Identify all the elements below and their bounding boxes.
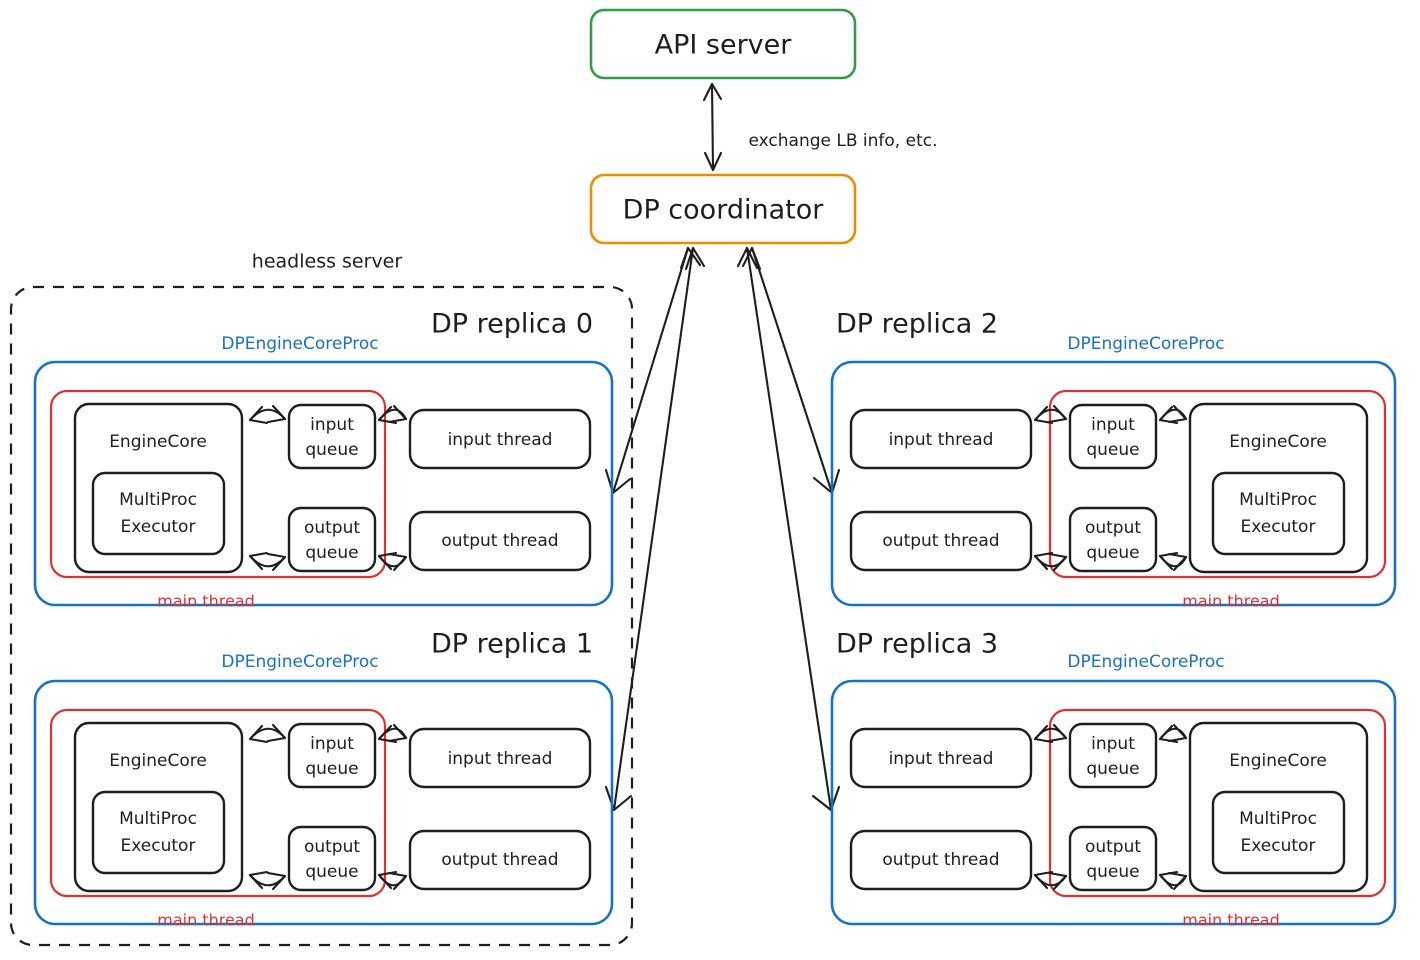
dp-replica-3-output-queue-label-1: output [1085, 837, 1141, 857]
dp-replica-0-output-queue-box[interactable] [287, 506, 377, 573]
dp-replica-1-output-thread-label: output thread [441, 850, 558, 870]
dp-replica-0-main-thread-label: main thread [157, 592, 255, 611]
dp-replica-2-process-label: DPEngineCoreProc [1067, 334, 1224, 354]
dp-replica-1-process-label: DPEngineCoreProc [221, 652, 378, 672]
dp-replica-0-output-queue-label-1: output [304, 518, 360, 538]
dp-replica-1-input-queue-box[interactable] [287, 722, 377, 789]
dp-replica-3-input-queue-box[interactable] [1068, 722, 1158, 789]
dp-replica-2-input-thread-box[interactable] [849, 408, 1033, 470]
dp-replica-2: DP replica 2 DPEngineCoreProc main threa… [830, 309, 1397, 611]
dp-coordinator-node[interactable]: DP coordinator [589, 173, 857, 245]
dp-replica-3-input-thread-label: input thread [889, 749, 994, 769]
dp-replica-3-output-queue-label-2: queue [1086, 862, 1139, 882]
dp-replica-0-executor-box[interactable] [91, 471, 226, 556]
dp-replica-0-input-thread-label: input thread [448, 430, 553, 450]
dp-replica-0: DP replica 0 DPEngineCoreProc main threa… [33, 309, 614, 611]
dp-replica-0-output-queue-label-2: queue [305, 543, 358, 563]
api-server-node[interactable]: API server [589, 8, 857, 80]
dp-replica-3-output-queue-box[interactable] [1068, 825, 1158, 892]
dp-replica-0-title: DP replica 0 [431, 309, 593, 340]
api-server-label: API server [655, 30, 793, 61]
dp-replica-2-output-queue-label-1: output [1085, 518, 1141, 538]
dp-replica-3-input-queue-label-1: input [1091, 734, 1135, 754]
dp-replica-1-input-queue-label-2: queue [305, 759, 358, 779]
dp-replica-0-process-label: DPEngineCoreProc [221, 334, 378, 354]
dp-replica-3-engine-core-label: EngineCore [1229, 751, 1327, 771]
dp-replica-0-input-queue-label-2: queue [305, 440, 358, 460]
dp-replica-1: DP replica 1 DPEngineCoreProc main threa… [33, 629, 614, 930]
dp-replica-0-executor-label-2: Executor [121, 517, 196, 537]
headless-server-label: headless server [252, 251, 403, 273]
dp-replica-0-input-queue-label-1: input [310, 415, 354, 435]
dp-replica-2-main-thread-box[interactable] [1048, 389, 1387, 579]
dp-replica-3-process-box[interactable] [830, 679, 1397, 926]
dp-replica-3-title: DP replica 3 [836, 629, 998, 660]
dp-replica-1-output-queue-label-2: queue [305, 862, 358, 882]
dp-replica-2-output-queue-label-2: queue [1086, 543, 1139, 563]
dp-replica-2-output-thread-label: output thread [882, 531, 999, 551]
dp-replica-2-engine-core-label: EngineCore [1229, 432, 1327, 452]
dp-replica-2-input-queue-box[interactable] [1068, 403, 1158, 470]
dp-replica-2-output-thread-box[interactable] [849, 510, 1033, 572]
dp-replica-1-executor-box[interactable] [91, 790, 226, 875]
dp-replica-2-executor-box[interactable] [1211, 471, 1346, 556]
dp-replica-1-executor-label-2: Executor [121, 836, 196, 856]
dp-replica-1-title: DP replica 1 [431, 629, 593, 660]
dp-replica-1-executor-label-1: MultiProc [119, 809, 197, 829]
dp-replica-2-process-box[interactable] [830, 360, 1397, 607]
dp-replica-2-input-queue-label-1: input [1091, 415, 1135, 435]
dp-replica-1-input-thread-label: input thread [448, 749, 553, 769]
dp-replica-1-output-queue-label-1: output [304, 837, 360, 857]
dp-replica-1-engine-core-label: EngineCore [109, 751, 207, 771]
dp-replica-0-input-queue-box[interactable] [287, 403, 377, 470]
dp-replica-2-title: DP replica 2 [836, 309, 998, 340]
dp-replica-0-executor-label-1: MultiProc [119, 490, 197, 510]
dp-replica-2-output-queue-box[interactable] [1068, 506, 1158, 573]
dp-replica-2-input-thread-label: input thread [889, 430, 994, 450]
dp-replica-3-executor-label-1: MultiProc [1239, 809, 1317, 829]
dp-replica-3-input-thread-box[interactable] [849, 727, 1033, 789]
dp-replica-3-output-thread-box[interactable] [849, 829, 1033, 891]
dp-replica-1-main-thread-box[interactable] [49, 708, 387, 898]
dp-replica-3-main-thread-box[interactable] [1048, 708, 1387, 898]
dp-coordinator-label: DP coordinator [623, 195, 825, 226]
dp-replica-0-engine-core-label: EngineCore [109, 432, 207, 452]
dp-replica-1-main-thread-label: main thread [157, 911, 255, 930]
dp-replica-2-input-queue-label-2: queue [1086, 440, 1139, 460]
coordinator-api-edge: exchange LB info, etc. [702, 82, 938, 172]
dp-replica-0-main-thread-box[interactable] [49, 389, 387, 579]
headless-server-group: headless server [9, 251, 634, 947]
dp-replica-3-output-thread-label: output thread [882, 850, 999, 870]
dp-replica-0-output-thread-box[interactable] [408, 510, 592, 572]
coordinator-replica-edges [604, 246, 841, 812]
dp-replica-0-input-thread-box[interactable] [408, 408, 592, 470]
dp-replica-1-output-thread-box[interactable] [408, 829, 592, 891]
dp-replica-3-main-thread-label: main thread [1182, 911, 1280, 930]
dp-replica-2-executor-label-1: MultiProc [1239, 490, 1317, 510]
dp-replica-0-process-box[interactable] [33, 360, 614, 607]
dp-replica-1-input-queue-label-1: input [310, 734, 354, 754]
dp-replica-3-process-label: DPEngineCoreProc [1067, 652, 1224, 672]
dp-replica-3: DP replica 3 DPEngineCoreProc main threa… [830, 629, 1397, 930]
dp-replica-3-executor-label-2: Executor [1241, 836, 1316, 856]
dp-replica-1-input-thread-box[interactable] [408, 727, 592, 789]
coordinator-api-edge-label: exchange LB info, etc. [749, 131, 938, 151]
dp-replica-0-output-thread-label: output thread [441, 531, 558, 551]
dp-replica-1-process-box[interactable] [33, 679, 614, 926]
dp-replica-3-input-queue-label-2: queue [1086, 759, 1139, 779]
dp-replica-1-output-queue-box[interactable] [287, 825, 377, 892]
dp-replica-3-executor-box[interactable] [1211, 790, 1346, 875]
dp-replica-2-executor-label-2: Executor [1241, 517, 1316, 537]
dp-replica-2-main-thread-label: main thread [1182, 592, 1280, 611]
